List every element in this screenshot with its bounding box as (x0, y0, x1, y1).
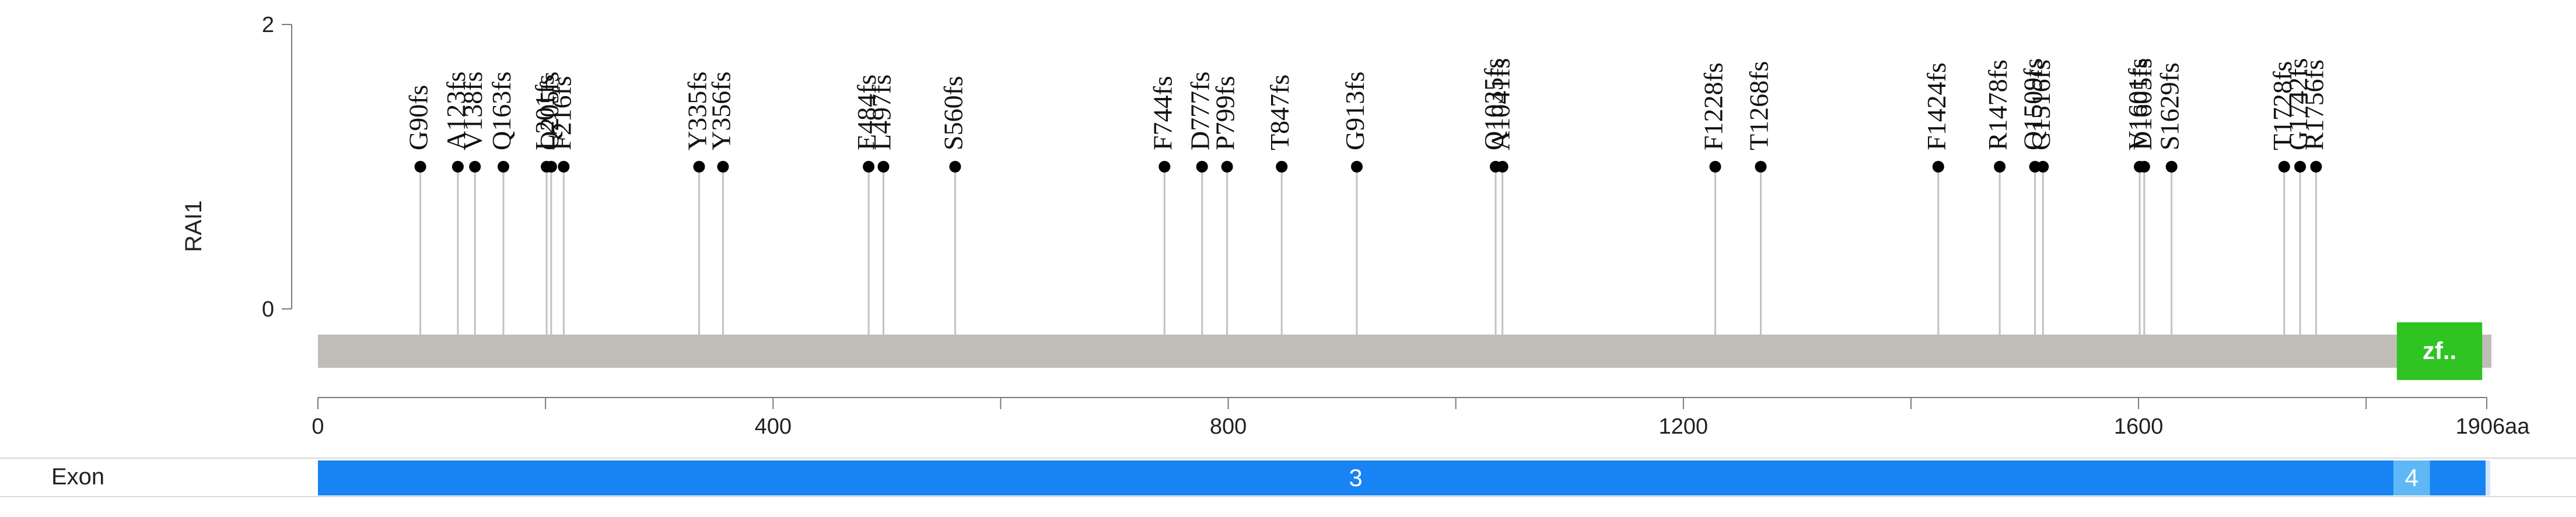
mutation-dots (414, 161, 2322, 173)
mutation-label: A1041fs (1486, 58, 1516, 150)
mutation-label: G90fs (404, 85, 433, 150)
mutation-label: A123fs (441, 72, 471, 150)
mutation-dot (949, 161, 961, 173)
x-tick-label: 1200 (1659, 414, 1709, 439)
mutation-dot (693, 161, 705, 173)
domain-label: zf.. (2423, 337, 2456, 364)
mutation-dot (469, 161, 481, 173)
mutation-label: R1478fs (1983, 59, 2013, 150)
y-tick-label: 0 (262, 297, 274, 322)
mutation-label: T1268fs (1744, 61, 1773, 150)
mutation-label: P799fs (1210, 76, 1240, 150)
exon-label: 4 (2405, 464, 2418, 491)
mutation-dot (1994, 161, 2006, 173)
exon-label: 3 (1349, 464, 1362, 491)
mutation-dot (863, 161, 875, 173)
mutation-dot (545, 161, 557, 173)
mutation-label: S1629fs (2155, 62, 2185, 150)
y-axis: 02 (262, 13, 292, 322)
mutation-label: R1756fs (2299, 59, 2329, 150)
mutation-dot (2278, 161, 2290, 173)
mutation-label: S560fs (938, 76, 968, 150)
mutation-label: Q163fs (487, 72, 516, 150)
exon-track-end-cap (2486, 460, 2490, 495)
mutation-dot (2138, 161, 2150, 173)
mutation-label: C1516fs (2026, 59, 2056, 150)
gene-label: RAI1 (181, 201, 206, 252)
mutation-label: Q1035fs (1479, 58, 1508, 150)
domain-box (2396, 322, 2483, 380)
exon-track-label: Exon (51, 464, 104, 490)
mutation-dot (2310, 161, 2322, 173)
mutation-dot (1350, 161, 1363, 173)
exon-box (318, 460, 2394, 495)
mutation-stems (419, 167, 2317, 336)
mutation-label: L497fs (866, 75, 896, 150)
mutation-label: Y335fs (682, 72, 712, 150)
mutation-dot (2294, 161, 2306, 173)
mutation-dot (558, 161, 570, 173)
mutation-label: F744fs (1147, 76, 1177, 150)
mutation-label: T847fs (1265, 75, 1294, 150)
exon-box (2393, 460, 2430, 495)
mutation-dot (1496, 161, 1508, 173)
mutation-label: Q1509fs (2018, 58, 2048, 150)
mutation-dot (1932, 161, 1944, 173)
mutation-label: V138fs (458, 72, 488, 150)
mutation-dot (1709, 161, 1721, 173)
exon-box (2430, 460, 2487, 495)
mutation-dot (1276, 161, 1288, 173)
mutation-dot (2165, 161, 2178, 173)
mutation-label: D1605fs (2127, 58, 2157, 150)
x-tick-label: 800 (1210, 414, 1247, 439)
mutation-label: F1228fs (1698, 62, 1728, 150)
protein-backbone (318, 335, 2491, 368)
mutation-label: V1601fs (2123, 58, 2152, 150)
mutation-label: F216fs (547, 76, 576, 150)
mutation-dot (1196, 161, 1208, 173)
mutation-label: T1728fs (2267, 61, 2297, 150)
mutation-dot (2037, 161, 2049, 173)
mutation-dot (497, 161, 509, 173)
mutation-label: Y356fs (706, 72, 736, 150)
mutation-dot (1755, 161, 1767, 173)
x-tick-label: 400 (755, 414, 792, 439)
mutation-dot (1158, 161, 1171, 173)
mutation-label: E484fs (852, 75, 881, 150)
mutation-label: G1742fs (2283, 58, 2313, 150)
x-tick-label: 1600 (2114, 414, 2164, 439)
mutation-label: Q205fs (534, 72, 564, 150)
protein-domains: zf.. (2396, 322, 2483, 380)
y-tick-label: 2 (262, 13, 274, 37)
mutation-dot (877, 161, 890, 173)
mutation-dot (452, 161, 464, 173)
mutation-label: D777fs (1185, 72, 1215, 150)
mutation-dot (1221, 161, 1233, 173)
mutation-dot (414, 161, 426, 173)
mutation-dot (717, 161, 729, 173)
x-end-label: 1906aa (2456, 414, 2530, 439)
mutation-label: L201fs (530, 75, 559, 150)
x-tick-label: 0 (312, 414, 324, 439)
mutation-label: F1424fs (1922, 62, 1951, 150)
mutation-label: G913fs (1340, 72, 1370, 150)
x-axis: 0 400 800 1200 1600 1906aa (312, 397, 2530, 439)
